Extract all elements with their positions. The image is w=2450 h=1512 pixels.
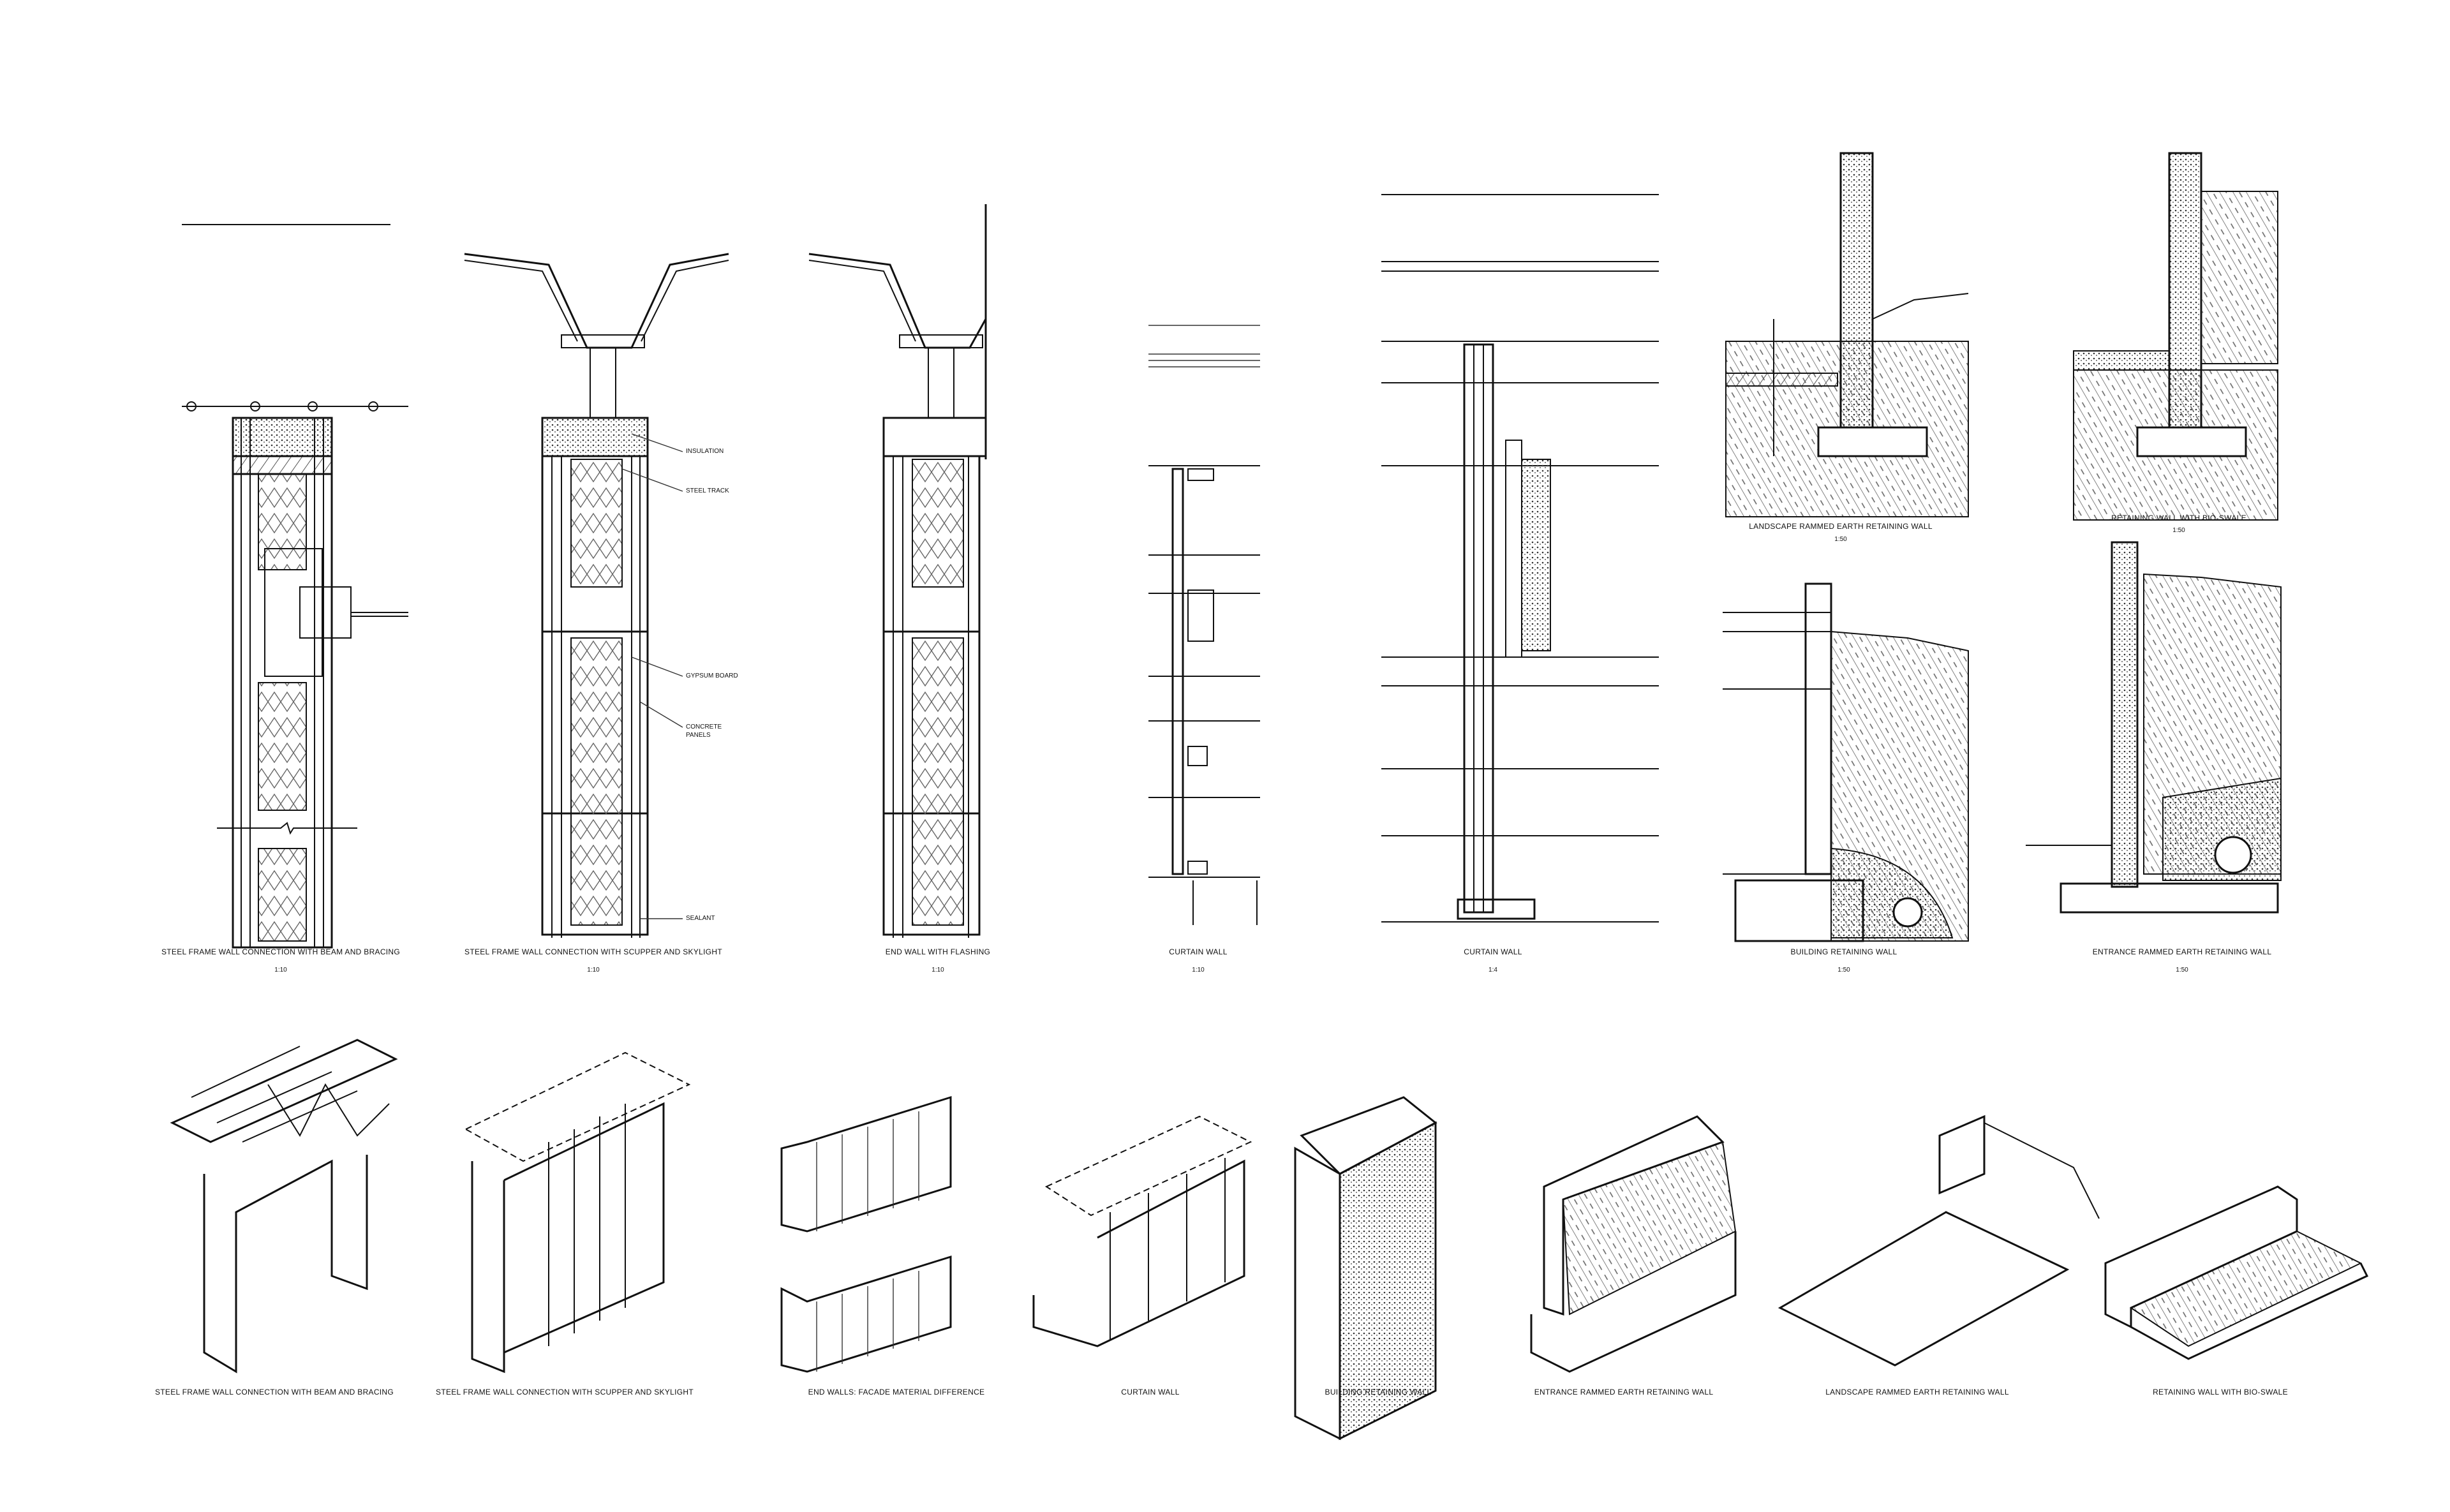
axo-end-walls — [780, 1095, 952, 1373]
scale-s2: 1:10 — [587, 967, 600, 974]
caption-a8: RETAINING WALL WITH BIO-SWALE — [2153, 1388, 2288, 1397]
caption-s9: ENTRANCE RAMMED EARTH RETAINING WALL — [2092, 947, 2272, 956]
note-steel-track: STEEL TRACK — [686, 487, 729, 494]
caption-a2: STEEL FRAME WALL CONNECTION WITH SCUPPER… — [436, 1388, 694, 1397]
caption-s6: LANDSCAPE RAMMED EARTH RETAINING WALL — [1749, 522, 1933, 531]
caption-a1: STEEL FRAME WALL CONNECTION WITH BEAM AN… — [154, 1388, 394, 1397]
axo-beam-bracing — [170, 1039, 398, 1374]
note-insulation: INSULATION — [686, 448, 724, 455]
section-steel-frame-scupper-skylight — [464, 253, 729, 938]
scale-s5: 1:4 — [1489, 967, 1497, 974]
section-curtain-wall-1-10 — [1148, 325, 1260, 925]
note-sealant: SEALANT — [686, 915, 715, 922]
note-gypsum-board: GYPSUM BOARD — [686, 672, 738, 679]
caption-s1: STEEL FRAME WALL CONNECTION WITH BEAM AN… — [161, 947, 401, 956]
caption-s3: END WALL WITH FLASHING — [885, 947, 991, 956]
caption-s5: CURTAIN WALL — [1464, 947, 1522, 956]
note-concrete-2: PANELS — [686, 732, 711, 739]
axo-scupper-skylight — [464, 1051, 691, 1374]
caption-s7: RETAINING WALL WITH BIO-SWALE — [2111, 514, 2246, 523]
section-landscape-rammed-earth-retaining-wall — [1725, 152, 1969, 517]
caption-a6: ENTRANCE RAMMED EARTH RETAINING WALL — [1534, 1388, 1714, 1397]
caption-a7: LANDSCAPE RAMMED EARTH RETAINING WALL — [1825, 1388, 2009, 1397]
section-steel-frame-beam-bracing — [182, 224, 408, 949]
section-retaining-wall-bio-swale — [2073, 152, 2278, 521]
axo-landscape-rammed-earth-retaining-wall — [1778, 1115, 2100, 1367]
section-entrance-rammed-earth-retaining-wall — [2026, 541, 2282, 914]
caption-a4: CURTAIN WALL — [1121, 1388, 1180, 1397]
axo-entrance-rammed-earth-retaining-wall — [1530, 1115, 1737, 1373]
note-concrete-1: CONCRETE — [686, 723, 722, 730]
scale-s3: 1:10 — [932, 967, 944, 974]
axo-building-retaining-wall — [1294, 1096, 1437, 1441]
section-end-wall-flashing — [808, 204, 987, 938]
section-curtain-wall-1-4 — [1381, 194, 1659, 923]
scale-s1: 1:10 — [274, 967, 287, 974]
caption-s4: CURTAIN WALL — [1169, 947, 1228, 956]
caption-s2: STEEL FRAME WALL CONNECTION WITH SCUPPER… — [464, 947, 722, 956]
scale-s9: 1:50 — [2176, 967, 2188, 974]
caption-a3: END WALLS: FACADE MATERIAL DIFFERENCE — [808, 1388, 985, 1397]
scale-s7: 1:50 — [2172, 527, 2185, 534]
axo-retaining-wall-bio-swale — [2104, 1185, 2369, 1360]
scale-s4: 1:10 — [1192, 967, 1205, 974]
caption-s8: BUILDING RETAINING WALL — [1790, 947, 1897, 956]
caption-a5: BUILDING RETAINING WALL — [1325, 1388, 1432, 1397]
scale-s6: 1:50 — [1834, 536, 1847, 543]
scale-s8: 1:50 — [1838, 967, 1850, 974]
axo-curtain-wall — [1032, 1115, 1252, 1347]
section-building-retaining-wall — [1723, 582, 1969, 942]
